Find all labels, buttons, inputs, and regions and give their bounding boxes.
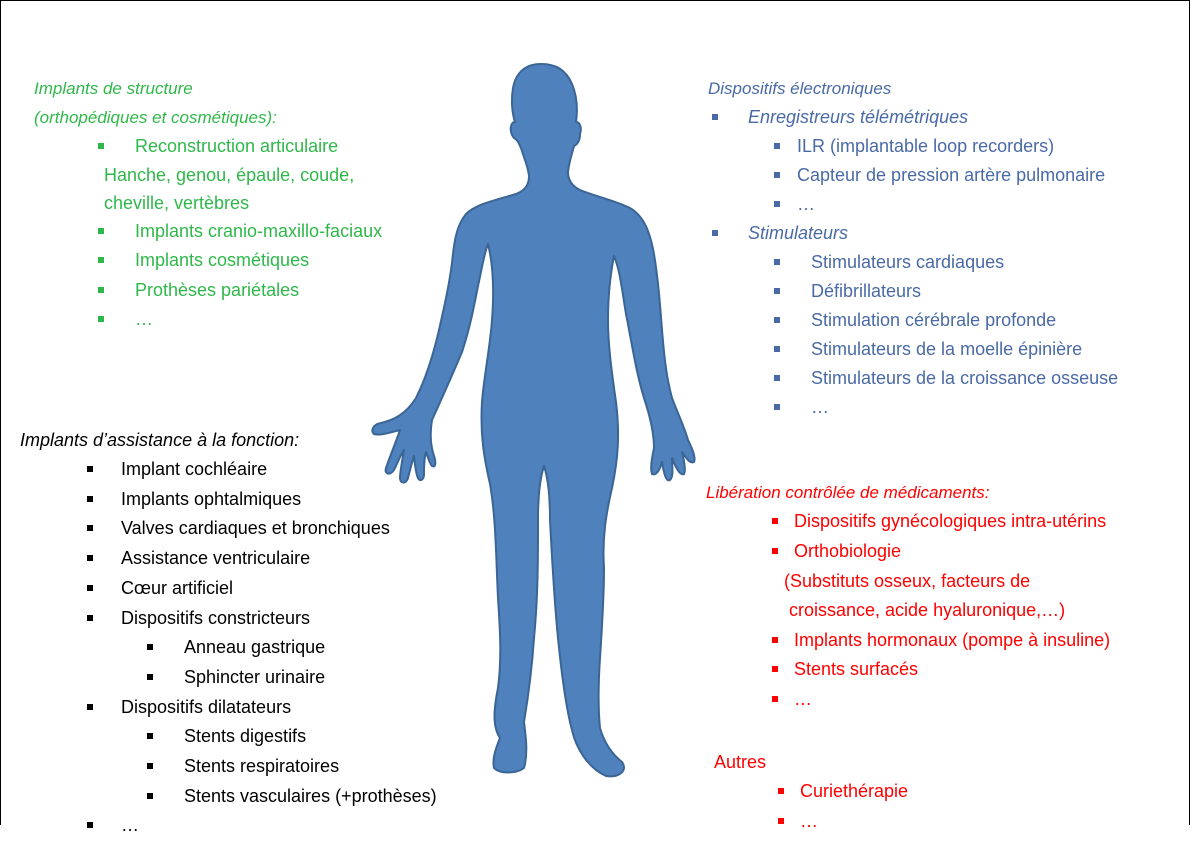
list-item: Orthobiologie — [706, 537, 1110, 567]
human-body-figure — [371, 63, 696, 778]
list-item: Stents vasculaires (+prothèses) — [20, 782, 437, 812]
list-item: Hanche, genou, épaule, coude, — [104, 165, 355, 186]
list-item: Implants cranio-maxillo-faciaux — [34, 217, 382, 246]
list-item: Défibrillateurs — [708, 277, 1118, 306]
list-item: Implants hormonaux (pompe à insuline) — [706, 626, 1110, 656]
list-item: croissance, acide hyaluronique,…) — [789, 600, 1066, 621]
list-item: … — [714, 807, 908, 837]
others-title: Autres — [714, 752, 767, 772]
others-panel: Autres Curiethérapie … — [714, 748, 908, 836]
list-item: Stimulateurs de la moelle épinière — [708, 335, 1118, 364]
list-item: … — [34, 305, 382, 334]
list-item: Assistance ventriculaire — [20, 544, 437, 574]
list-item: … — [20, 811, 437, 841]
list-item: Prothèses pariétales — [34, 276, 382, 305]
list-item: Stimulateurs cardiaques — [708, 248, 1118, 277]
list-item: Capteur de pression artère pulmonaire — [708, 161, 1118, 190]
list-item: Stimulation cérébrale profonde — [708, 306, 1118, 335]
drug-release-panel: Libération contrôlée de médicaments: Dis… — [706, 478, 1110, 715]
diagram-frame — [0, 0, 1190, 825]
list-item: Implants ophtalmiques — [20, 485, 437, 515]
electronic-devices-panel: Dispositifs électroniques Enregistreurs … — [708, 74, 1118, 422]
list-item: … — [708, 190, 1118, 219]
list-item: (Substituts osseux, facteurs de — [784, 570, 1031, 591]
structure-title-line2: (orthopédiques et cosmétiques): — [34, 108, 277, 127]
electronic-title: Dispositifs électroniques — [708, 79, 892, 98]
list-item: Reconstruction articulaire — [34, 132, 382, 161]
list-item: Stents digestifs — [20, 722, 437, 752]
structure-implants-panel: Implants de structure (orthopédiques et … — [34, 74, 382, 334]
list-item: Implants cosmétiques — [34, 246, 382, 275]
list-item: Stents surfacés — [706, 655, 1110, 685]
list-item: cheville, vertèbres — [104, 193, 250, 214]
list-item: … — [706, 685, 1110, 715]
list-item: Cœur artificiel — [20, 574, 437, 604]
list-item: Enregistreurs télémétriques — [708, 103, 1118, 132]
list-item: Stents respiratoires — [20, 752, 437, 782]
list-item: Stimulateurs de la croissance osseuse — [708, 364, 1118, 393]
list-item: Valves cardiaques et bronchiques — [20, 514, 437, 544]
drug-release-title: Libération contrôlée de médicaments: — [706, 483, 990, 502]
list-item: Implant cochléaire — [20, 455, 437, 485]
list-item: Curiethérapie — [714, 777, 908, 807]
list-item: … — [708, 393, 1118, 422]
list-item: Dispositifs constricteurs — [20, 604, 437, 634]
list-item: Sphincter urinaire — [20, 663, 437, 693]
list-item: Stimulateurs — [708, 219, 1118, 248]
assistance-title: Implants d’assistance à la fonction: — [20, 430, 300, 450]
list-item: Dispositifs gynécologiques intra-utérins — [706, 507, 1110, 537]
list-item: Anneau gastrique — [20, 633, 437, 663]
list-item: ILR (implantable loop recorders) — [708, 132, 1118, 161]
structure-title-line1: Implants de structure — [34, 79, 193, 98]
body-silhouette — [371, 63, 696, 778]
assistance-implants-panel: Implants d’assistance à la fonction: Imp… — [20, 426, 437, 841]
list-item: Dispositifs dilatateurs — [20, 693, 437, 723]
